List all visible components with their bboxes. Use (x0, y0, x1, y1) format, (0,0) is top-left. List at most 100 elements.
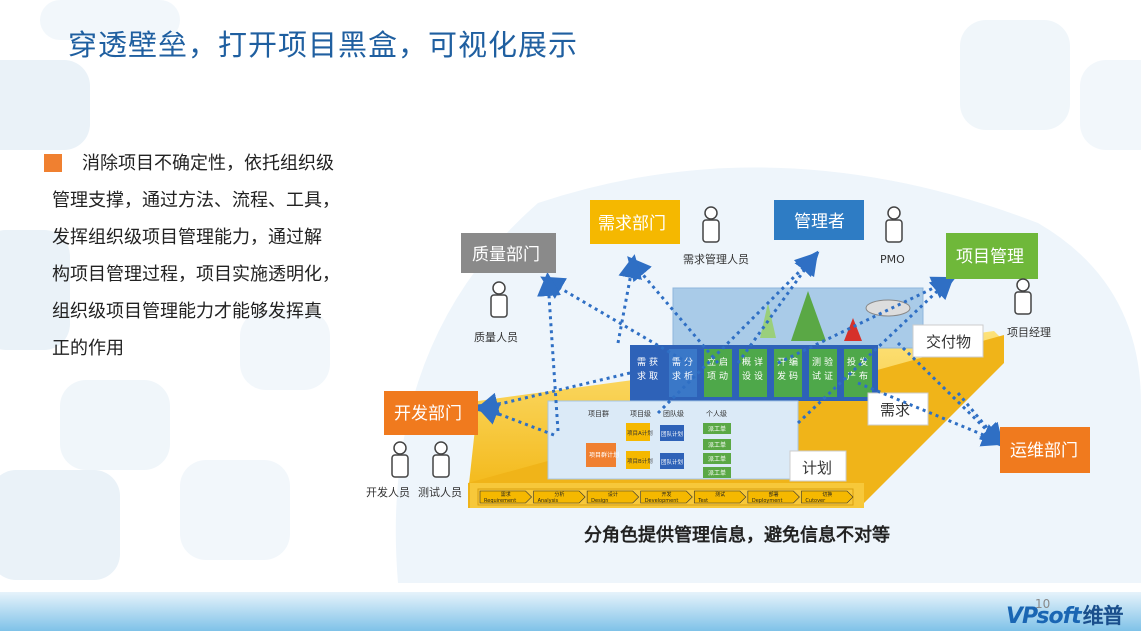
dotted-arrow-icon (627, 256, 720, 364)
dept-label-requirements: 需求部门 (598, 214, 666, 234)
background-decoration (0, 470, 120, 580)
body-line: 管理支撑，通过方法、流程、工具， (52, 190, 340, 211)
background-decoration (0, 230, 70, 350)
person-icon (391, 441, 409, 478)
body-line: 消除项目不确定性，依托组织级 (82, 153, 334, 174)
grid-header: 个人级 (706, 409, 727, 418)
dept-label-manager: 管理者 (794, 212, 845, 232)
person-label-quality: 质量人员 (474, 331, 518, 344)
deliverable-label: 交付物 (926, 333, 971, 351)
triangle-red-icon (844, 318, 862, 341)
person-icon (885, 206, 903, 243)
dotted-arrow-icon (656, 251, 820, 415)
dotted-arrow-icon (857, 381, 1007, 447)
team-plan-box (660, 453, 684, 469)
logo-latin: VPsoft (1006, 604, 1082, 629)
timeline-step-cn: 开发 (662, 491, 672, 498)
background-decoration (960, 20, 1070, 130)
timeline-step (693, 490, 747, 504)
grid-header: 项目级 (630, 409, 651, 418)
phase-label: 需求获取 (637, 357, 658, 382)
plan-box (789, 450, 847, 482)
program-plan-label: 项目群计划 (589, 451, 619, 459)
body-line: 构项目管理过程，项目实施透明化， (52, 264, 340, 285)
dept-box-manager (774, 200, 864, 240)
page-number: 10 (1035, 597, 1051, 611)
person-label-developer: 开发人员 (366, 485, 410, 499)
phase-box (774, 349, 802, 397)
phase-label: 需求分析 (672, 357, 693, 382)
team-plan-label: 团队计划 (661, 458, 683, 466)
body-paragraph: 消除项目不确定性，依托组织级 管理支撑，通过方法、流程、工具， 发挥组织级项目管… (52, 145, 397, 367)
grid-header: 项目群 (588, 409, 609, 418)
task-label: 派工单 (708, 425, 726, 433)
task-label: 派工单 (708, 455, 726, 463)
dept-label-quality: 质量部门 (472, 245, 540, 265)
requirement-label: 需求 (880, 401, 910, 419)
timeline-step (747, 490, 800, 504)
task-label: 派工单 (708, 441, 726, 449)
timeline-step (801, 490, 854, 504)
dept-label-operations: 运维部门 (1010, 441, 1078, 461)
timeline-step-cn: 切换 (822, 491, 832, 498)
timeline-step-cn: 需求 (501, 491, 511, 498)
person-label-tester: 测试人员 (418, 486, 462, 499)
task-box (703, 423, 731, 434)
diagram-caption: 分角色提供管理信息，避免信息不对等 (584, 524, 890, 546)
task-box (703, 439, 731, 450)
phase-label: 立项启动 (707, 356, 728, 382)
slide-title: 穿透壁垒，打开项目黑盒，可视化展示 (68, 28, 579, 62)
timeline-step-cn: 分析 (554, 491, 564, 498)
timeline-step-cn: 部署 (769, 491, 779, 498)
team-plan-label: 团队计划 (661, 430, 683, 438)
task-box (703, 467, 731, 478)
phase-box (809, 349, 837, 397)
project-b-box (626, 451, 650, 469)
phase-box (669, 349, 697, 397)
phase-label: 测试验证 (812, 356, 833, 382)
timeline-step (533, 490, 586, 504)
timeline-step-en: Requirement (484, 498, 516, 504)
cone-icon (760, 303, 776, 338)
timeline-step (586, 490, 640, 504)
background-decoration (1080, 60, 1141, 150)
background-decoration (240, 310, 330, 390)
footer-band (0, 592, 1141, 631)
dept-label-project-mgmt: 项目管理 (956, 247, 1024, 267)
logo-cn: 维普 (1082, 604, 1124, 628)
grid-header: 团队级 (663, 409, 684, 418)
task-box (703, 453, 731, 464)
timeline-step (479, 490, 532, 504)
background-decoration (180, 460, 290, 560)
body-line: 发挥组织级项目管理能力，通过解 (52, 227, 322, 248)
plan-label: 计划 (802, 459, 832, 477)
dept-box-operations (1000, 427, 1090, 473)
timeline-step-en: Design (591, 498, 608, 504)
phase-box (634, 349, 662, 397)
person-icon (490, 281, 508, 318)
phase-box (704, 349, 732, 397)
timeline-step-en: Development (645, 498, 679, 504)
deliverable-box (912, 324, 984, 358)
background-decoration (40, 0, 180, 40)
task-label: 派工单 (708, 469, 726, 477)
person-label-project-manager: 项目经理 (1007, 326, 1051, 339)
timeline-step-cn: 设计 (608, 491, 618, 498)
timeline-step-en: Test (697, 498, 708, 504)
phase-label: 概设详设 (742, 356, 763, 382)
phase-label: 开发编码 (777, 356, 798, 382)
square-bullet-icon (44, 154, 62, 172)
dotted-arrow-icon (896, 341, 1005, 448)
person-label-pmo: PMO (880, 253, 905, 266)
person-icon (702, 206, 720, 243)
background-decoration (60, 380, 170, 470)
project-a-label: 项目A计划 (627, 429, 653, 437)
person-label-req-manager: 需求管理人员 (683, 252, 749, 266)
background-decoration (0, 60, 90, 150)
timeline-step-cn: 测试 (715, 491, 725, 498)
dept-box-quality (461, 233, 556, 273)
dept-box-project-mgmt (946, 233, 1038, 279)
timeline-step-en: Cutover (805, 498, 826, 504)
dept-box-development (384, 391, 478, 435)
dotted-arrow-icon (540, 276, 689, 365)
